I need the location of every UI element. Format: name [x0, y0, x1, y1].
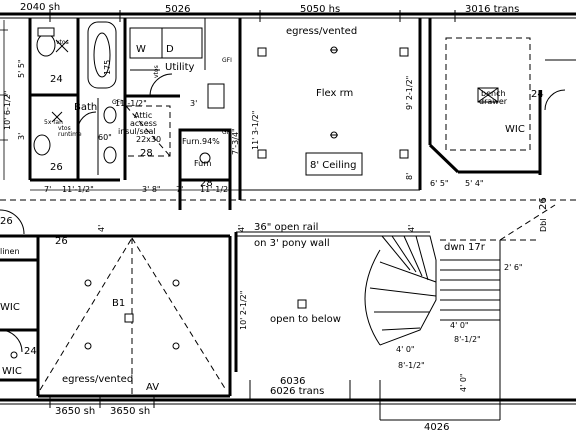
left-number-24: 24: [24, 346, 37, 357]
wic-bottom-left-label: WIC: [2, 366, 22, 377]
b1-bedroom: [36, 234, 232, 398]
dim-top-mid: 5026: [165, 4, 190, 15]
dim-left-1: 10' 6-1/2": [3, 91, 12, 130]
flex-room: [240, 18, 422, 191]
dim-left-2: 5' 5": [17, 59, 26, 78]
egress-top-label: egress/vented: [286, 26, 357, 37]
dim-stair-5: 2' 6": [504, 263, 523, 272]
av-label: AV: [146, 382, 159, 393]
vtos-top-label: vtos: [56, 39, 69, 46]
attic-size-label: 22x30: [136, 135, 161, 144]
attic-access-label: access: [130, 119, 157, 128]
dim-right-1: 5' 4": [465, 179, 484, 188]
dim-flex-v3: 8': [405, 173, 414, 180]
gfi-2-label: GFI: [112, 99, 122, 106]
bath-room: [28, 18, 120, 182]
furnace-room: [178, 83, 232, 210]
dim-stair-v: 4' 0": [459, 373, 468, 392]
washer-label: W: [136, 44, 146, 55]
dryer-label: D: [166, 44, 174, 55]
dim-bottom-6026: 6026 trans: [270, 386, 324, 397]
dim-utility-2: 3': [190, 99, 197, 108]
dim-v-4b: 4': [237, 225, 246, 232]
utility-vtos-label: vtos: [153, 65, 160, 78]
dim-stair-2: 8'-1/2": [454, 335, 481, 344]
left-number-26: 26: [0, 216, 13, 227]
bath-number: 26: [50, 162, 63, 173]
dim-stair-4: 8'-1/2": [398, 361, 425, 370]
dim-row-1: 7': [44, 185, 51, 194]
gfi-3-label: GFI: [222, 129, 232, 136]
dim-bottom-4026: 4026: [424, 422, 449, 432]
dim-open-v: 10' 2-1/2": [239, 291, 248, 330]
linen-label: linen: [0, 247, 20, 256]
furnace-label: Furn: [194, 159, 211, 168]
top-exterior-wall: [0, 10, 576, 22]
vanity-label: 60": [98, 133, 112, 142]
dim-flex-v2: 9' 2-1/2": [405, 76, 414, 110]
bottom-exterior-wall: [0, 380, 576, 421]
tub-label: 175: [103, 60, 112, 75]
dim-furnace-v: 7'-3/4": [231, 128, 240, 155]
exhaust-runtime-label: runtime: [58, 131, 82, 138]
gfi-1-label: GFI: [222, 57, 232, 64]
dim-top-right: 3016 trans: [465, 4, 519, 15]
left-side-rooms: [0, 209, 38, 382]
wic-right-label: WIC: [505, 124, 525, 135]
flex-room-label: Flex rm: [316, 88, 353, 99]
mid-number-26: 26: [55, 236, 68, 247]
right-bedroom: [428, 18, 576, 175]
exhaust-fan-label: 5x fan: [44, 119, 63, 126]
attic-number: 28: [140, 148, 153, 159]
dim-v-4c: 4': [407, 225, 416, 232]
utility-label: Utility: [165, 62, 194, 73]
furnace-efficiency-label: Furn.94%: [182, 137, 220, 146]
dim-stair-1: 4' 0": [450, 321, 469, 330]
dim-bottom-6036: 6036: [280, 376, 305, 387]
dbl-label: Dbl: [539, 219, 548, 232]
ceiling-label: 8' Ceiling: [310, 160, 356, 171]
dim-26: 26: [538, 197, 549, 210]
down-stairs-label: dwn 17r: [444, 242, 486, 253]
dim-bottom-3650-a: 3650 sh: [55, 406, 95, 417]
egress-bottom-label: egress/vented: [62, 374, 133, 385]
furnace-number: 28: [200, 178, 213, 189]
dim-right-2: 6' 5": [430, 179, 449, 188]
dim-left-3: 3': [17, 133, 26, 140]
dim-row-5: 11'-1/2": [200, 185, 232, 194]
attic-access: [125, 105, 171, 157]
dim-v-4a: 4': [97, 225, 106, 232]
mid-dimension-row: [0, 189, 576, 201]
dim-row-3: 3' 8": [142, 185, 161, 194]
attic-insul-label: insul/seal: [118, 127, 156, 136]
utility-room: [123, 18, 242, 200]
bench-label: bench: [481, 89, 506, 98]
stairs: [364, 204, 556, 420]
drawer-label: drawer: [479, 97, 508, 106]
pony-wall-label: on 3' pony wall: [254, 238, 330, 249]
open-to-below-label: open to below: [270, 314, 341, 325]
attic-label: Attic: [134, 111, 152, 120]
dim-utility-1: 11'-1/2": [115, 99, 147, 108]
dim-row-4: 7': [176, 185, 183, 194]
dim-top-hs: 5050 hs: [300, 4, 340, 15]
dim-bottom-3650-b: 3650 sh: [110, 406, 150, 417]
open-rail-label: 36" open rail: [254, 222, 318, 233]
wic-left-label: WIC: [0, 302, 20, 313]
dim-top-left: 2040 sh: [20, 2, 60, 13]
right-number: 24: [531, 89, 544, 100]
exhaust-vtos-label: vtos: [58, 125, 71, 132]
left-dimension-line: [0, 20, 8, 180]
dim-stair-3: 4' 0": [396, 345, 415, 354]
dim-row-2: 11'-1/2": [62, 185, 94, 194]
bath-top-number: 24: [50, 74, 63, 85]
b1-label: B1: [112, 298, 125, 309]
bath-label: Bath: [74, 102, 97, 113]
dim-flex-v: 11' 3-1/2": [251, 111, 260, 150]
